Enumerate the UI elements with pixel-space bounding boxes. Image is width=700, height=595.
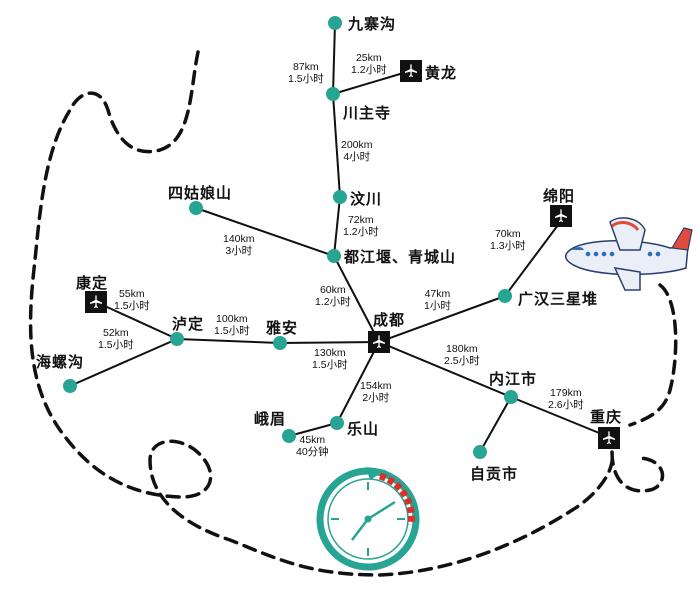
node-luding [170,332,184,346]
segment-label-chuanzhu-wenchuan: 200km 4小时 [341,139,373,163]
segment-label-siguniang-dujiangyan: 140km 3小时 [223,233,255,257]
airport-icon-mianyang [550,205,572,227]
city-label-chengdu: 成都 [373,311,406,329]
segment-label-dujiangyan-chengdu: 60km 1.2小时 [315,284,351,308]
city-label-mianyang: 绵阳 [543,187,576,205]
airport-icon-chongqing [598,427,620,449]
segment-label-huanglong-chuanzhu: 25km 1.2小时 [351,52,387,76]
city-label-jiuzhaigou: 九寨沟 [348,15,397,33]
segment-time: 1小时 [424,300,451,312]
airport-icon-chengdu [368,331,390,353]
city-label-luding: 泸定 [172,315,205,333]
node-zigong [473,445,487,459]
segment-label-guanghan-mianyang: 70km 1.3小时 [490,228,526,252]
segment-time: 3小时 [225,245,253,257]
segment-time: 1.5小时 [312,359,348,371]
node-leshan [330,416,344,430]
airport-icon [603,431,615,444]
airplane-illustration [564,217,693,291]
node-jiuzhaigou [328,16,342,30]
segment-distance: 52km [102,327,129,339]
dashed-route [28,50,615,577]
segment-distance: 25km [355,52,382,64]
node-dujiangyan [327,249,341,263]
node-neijiang [504,390,518,404]
segment-distance: 179km [550,387,582,399]
segment-time: 1.2小时 [343,226,379,238]
segment-label-yaan-chengdu: 130km 1.5小时 [312,347,348,371]
segment-distance: 200km [341,139,373,151]
node-yaan [273,336,287,350]
airport-icon [90,295,102,308]
segment-time: 1.3小时 [490,240,526,252]
city-label-chuanzhusi: 川主寺 [343,104,392,122]
segment-distance: 55km [118,288,145,300]
city-label-zigong: 自贡市 [470,465,519,483]
segment-label-chengdu-guanghan: 47km 1小时 [424,288,451,312]
city-label-yaan: 雅安 [266,319,299,337]
airport-icon-kangding [85,291,107,313]
segment-label-kangding-luding: 55km 1.5小时 [114,288,150,312]
segment-time: 2小时 [362,392,390,404]
segment-time: 2.6小时 [548,399,584,411]
city-label-emei: 峨眉 [254,410,287,428]
segment-distance: 154km [360,380,392,392]
segment-time: 1.2小时 [315,296,351,308]
segment-distance: 72km [347,214,374,226]
segment-distance: 45km [299,434,326,446]
node-chuanzhusi [326,87,340,101]
segment-label-luding-yaan: 100km 1.5小时 [214,313,250,337]
city-label-huanglong: 黄龙 [425,64,458,82]
segment-distance: 70km [494,228,521,240]
city-label-siguniangshan: 四姑娘山 [168,184,233,202]
city-label-kangding: 康定 [76,274,109,292]
node-guanghan [498,289,512,303]
segment-time: 40分钟 [296,446,329,458]
city-nodes [63,16,518,459]
city-label-hailuogou: 海螺沟 [36,353,85,371]
clock-icon [316,467,420,571]
city-label-leshan: 乐山 [347,420,380,438]
segment-label-chengdu-neijiang: 180km 2.5小时 [444,343,480,367]
segment-label-wenchuan-dujiangyan: 72km 1.2小时 [343,214,379,238]
node-siguniangshan [189,201,203,215]
segment-time: 1.5小时 [214,325,250,337]
segment-distance: 47km [424,288,451,300]
segment-time: 1.5小时 [114,300,150,312]
segment-label-jiuzhai-chuanzhu: 87km 1.5小时 [288,61,324,85]
city-label-chongqing: 重庆 [590,408,623,426]
segment-label-emei-leshan: 45km 40分钟 [296,434,329,458]
node-hailuogou [63,379,77,393]
segment-distance: 140km [223,233,255,245]
segment-time: 1.5小时 [98,339,134,351]
segment-distance: 100km [216,313,248,325]
segment-distance: 60km [319,284,346,296]
segment-label-chengdu-leshan: 154km 2小时 [360,380,392,404]
city-label-guanghan: 广汉三星堆 [518,290,599,308]
airport-icon [373,335,385,348]
city-label-dujiangyan: 都江堰、青城山 [344,248,457,266]
node-wenchuan [333,190,347,204]
dashed-route-tail [610,283,678,493]
segment-time: 4小时 [343,151,371,163]
segment-time: 2.5小时 [444,355,480,367]
node-emei [282,429,296,443]
airport-icon-huanglong [400,60,422,82]
segment-distance: 87km [292,61,319,73]
segment-distance: 180km [446,343,478,355]
segment-label-hailuogou-luding: 52km 1.5小时 [98,327,134,351]
segment-time: 1.2小时 [351,64,387,76]
city-label-neijiang: 内江市 [489,370,538,388]
route-lines [69,22,610,453]
segment-label-neijiang-chongqing: 179km 2.6小时 [548,387,584,411]
segment-time: 1.5小时 [288,73,324,85]
airport-icon [555,209,567,222]
segment-distance: 130km [314,347,346,359]
city-label-wenchuan: 汶川 [350,190,383,208]
airport-icon [405,64,417,77]
